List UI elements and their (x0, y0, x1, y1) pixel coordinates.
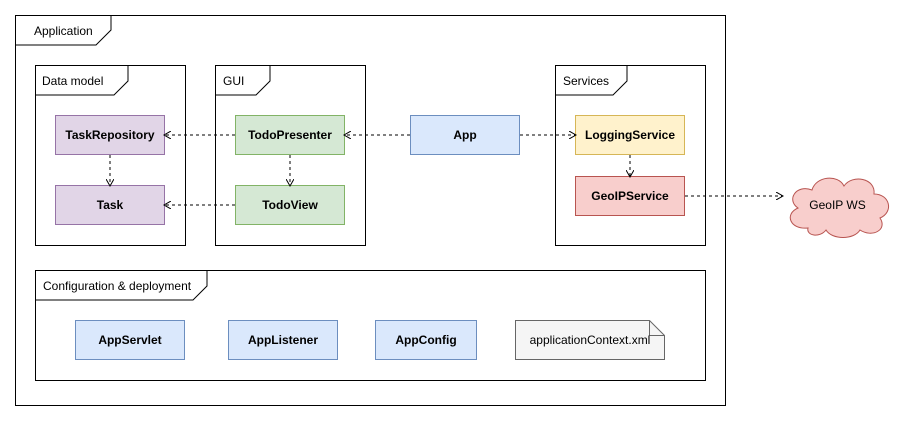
node-app[interactable]: App (410, 115, 520, 155)
group-label-gui: GUI (223, 74, 245, 88)
node-todo-presenter[interactable]: TodoPresenter (235, 115, 345, 155)
document-label: applicationContext.xml (529, 333, 651, 347)
tab-shape (16, 16, 112, 46)
node-app-listener[interactable]: AppListener (228, 320, 338, 360)
group-configuration: Configuration & deployment (35, 270, 706, 381)
group-data-model: Data model (35, 65, 186, 246)
cloud-label: GeoIP WS (809, 198, 866, 212)
node-app-config[interactable]: AppConfig (375, 320, 477, 360)
node-app-servlet[interactable]: AppServlet (75, 320, 185, 360)
document-icon (515, 320, 665, 360)
cloud-icon (789, 177, 889, 238)
node-task-repository[interactable]: TaskRepository (55, 115, 165, 155)
node-task[interactable]: Task (55, 185, 165, 225)
node-geoip-service[interactable]: GeoIPService (575, 176, 685, 216)
node-geoip-ws[interactable]: GeoIP WS (780, 170, 895, 240)
group-application: Application (15, 15, 726, 406)
group-label-services: Services (563, 74, 610, 88)
group-label-data-model: Data model (42, 74, 104, 88)
node-application-context[interactable]: applicationContext.xml (515, 320, 665, 360)
group-services: Services (555, 65, 706, 246)
tab-shape (36, 66, 129, 96)
tab-shape (556, 66, 628, 96)
tab-shape (36, 271, 208, 301)
group-gui: GUI (215, 65, 366, 246)
group-label-configuration: Configuration & deployment (43, 279, 192, 293)
group-label-application: Application (34, 24, 93, 38)
tab-shape (216, 66, 271, 96)
node-logging-service[interactable]: LoggingService (575, 115, 685, 155)
